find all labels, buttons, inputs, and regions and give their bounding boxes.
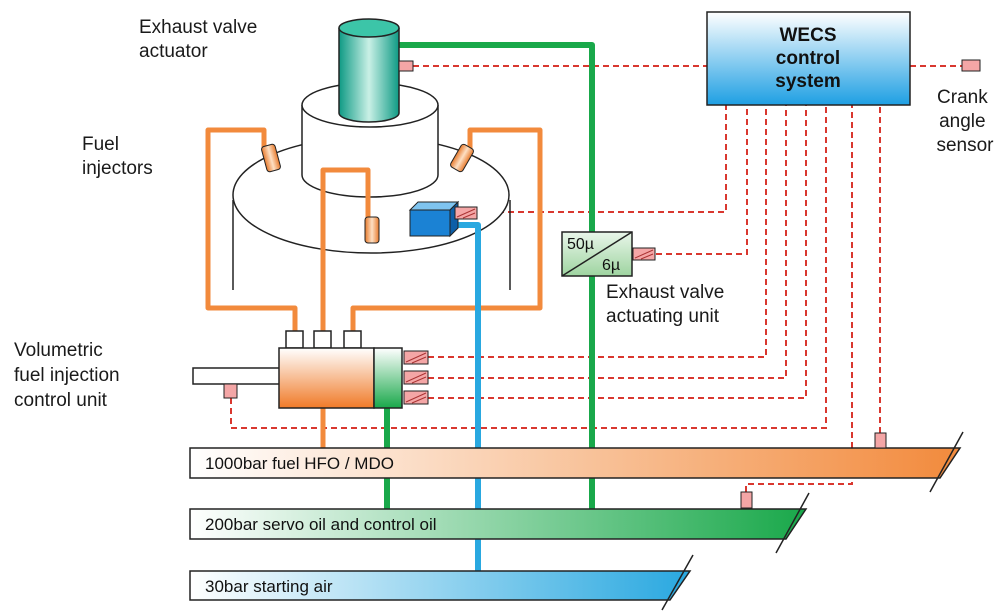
exhaust-valve-actuating-unit: 50µ 6µ xyxy=(561,231,656,277)
wecs-title-line1: WECS xyxy=(780,25,837,46)
exhaust-valve-actuator xyxy=(338,18,414,123)
servo-oil-header-label: 200bar servo oil and control oil xyxy=(205,515,437,534)
starting-air-header-label: 30bar starting air xyxy=(205,577,333,596)
filter-inlet-label: 50µ xyxy=(567,236,594,253)
exhaust-valve-actuator-label: Exhaust valve actuator xyxy=(139,17,263,62)
fuel-injector xyxy=(364,216,380,244)
crank-angle-sensor xyxy=(961,59,981,72)
exhaust-valve-actuating-unit-label: Exhaust valve actuating unit xyxy=(606,282,730,327)
starting-air-header-pipe: 30bar starting air xyxy=(189,554,694,611)
fuel-injectors-label: Fuel injectors xyxy=(82,134,153,179)
wecs-control-system-box: WECS control system xyxy=(706,11,911,106)
servo-oil-header-pipe: 200bar servo oil and control oil xyxy=(189,491,810,554)
wecs-title-line3: system xyxy=(775,71,841,92)
volumetric-fuel-injection-control-unit xyxy=(192,330,429,409)
fuel-header-pipe: 1000bar fuel HFO / MDO xyxy=(189,431,964,493)
volumetric-unit-label: Volumetric fuel injection control unit xyxy=(14,340,125,411)
fuel-header-label: 1000bar fuel HFO / MDO xyxy=(205,454,394,473)
fuel-injector xyxy=(450,143,474,173)
control-unit-connectors xyxy=(403,350,429,405)
crank-angle-sensor-label: Crank angle sensor xyxy=(936,87,994,156)
wecs-title-line2: control xyxy=(776,48,840,69)
filter-outlet-label: 6µ xyxy=(602,257,620,274)
starting-air-valve xyxy=(408,200,478,238)
fuel-injector xyxy=(261,143,281,173)
control-signal-lines xyxy=(230,65,962,492)
